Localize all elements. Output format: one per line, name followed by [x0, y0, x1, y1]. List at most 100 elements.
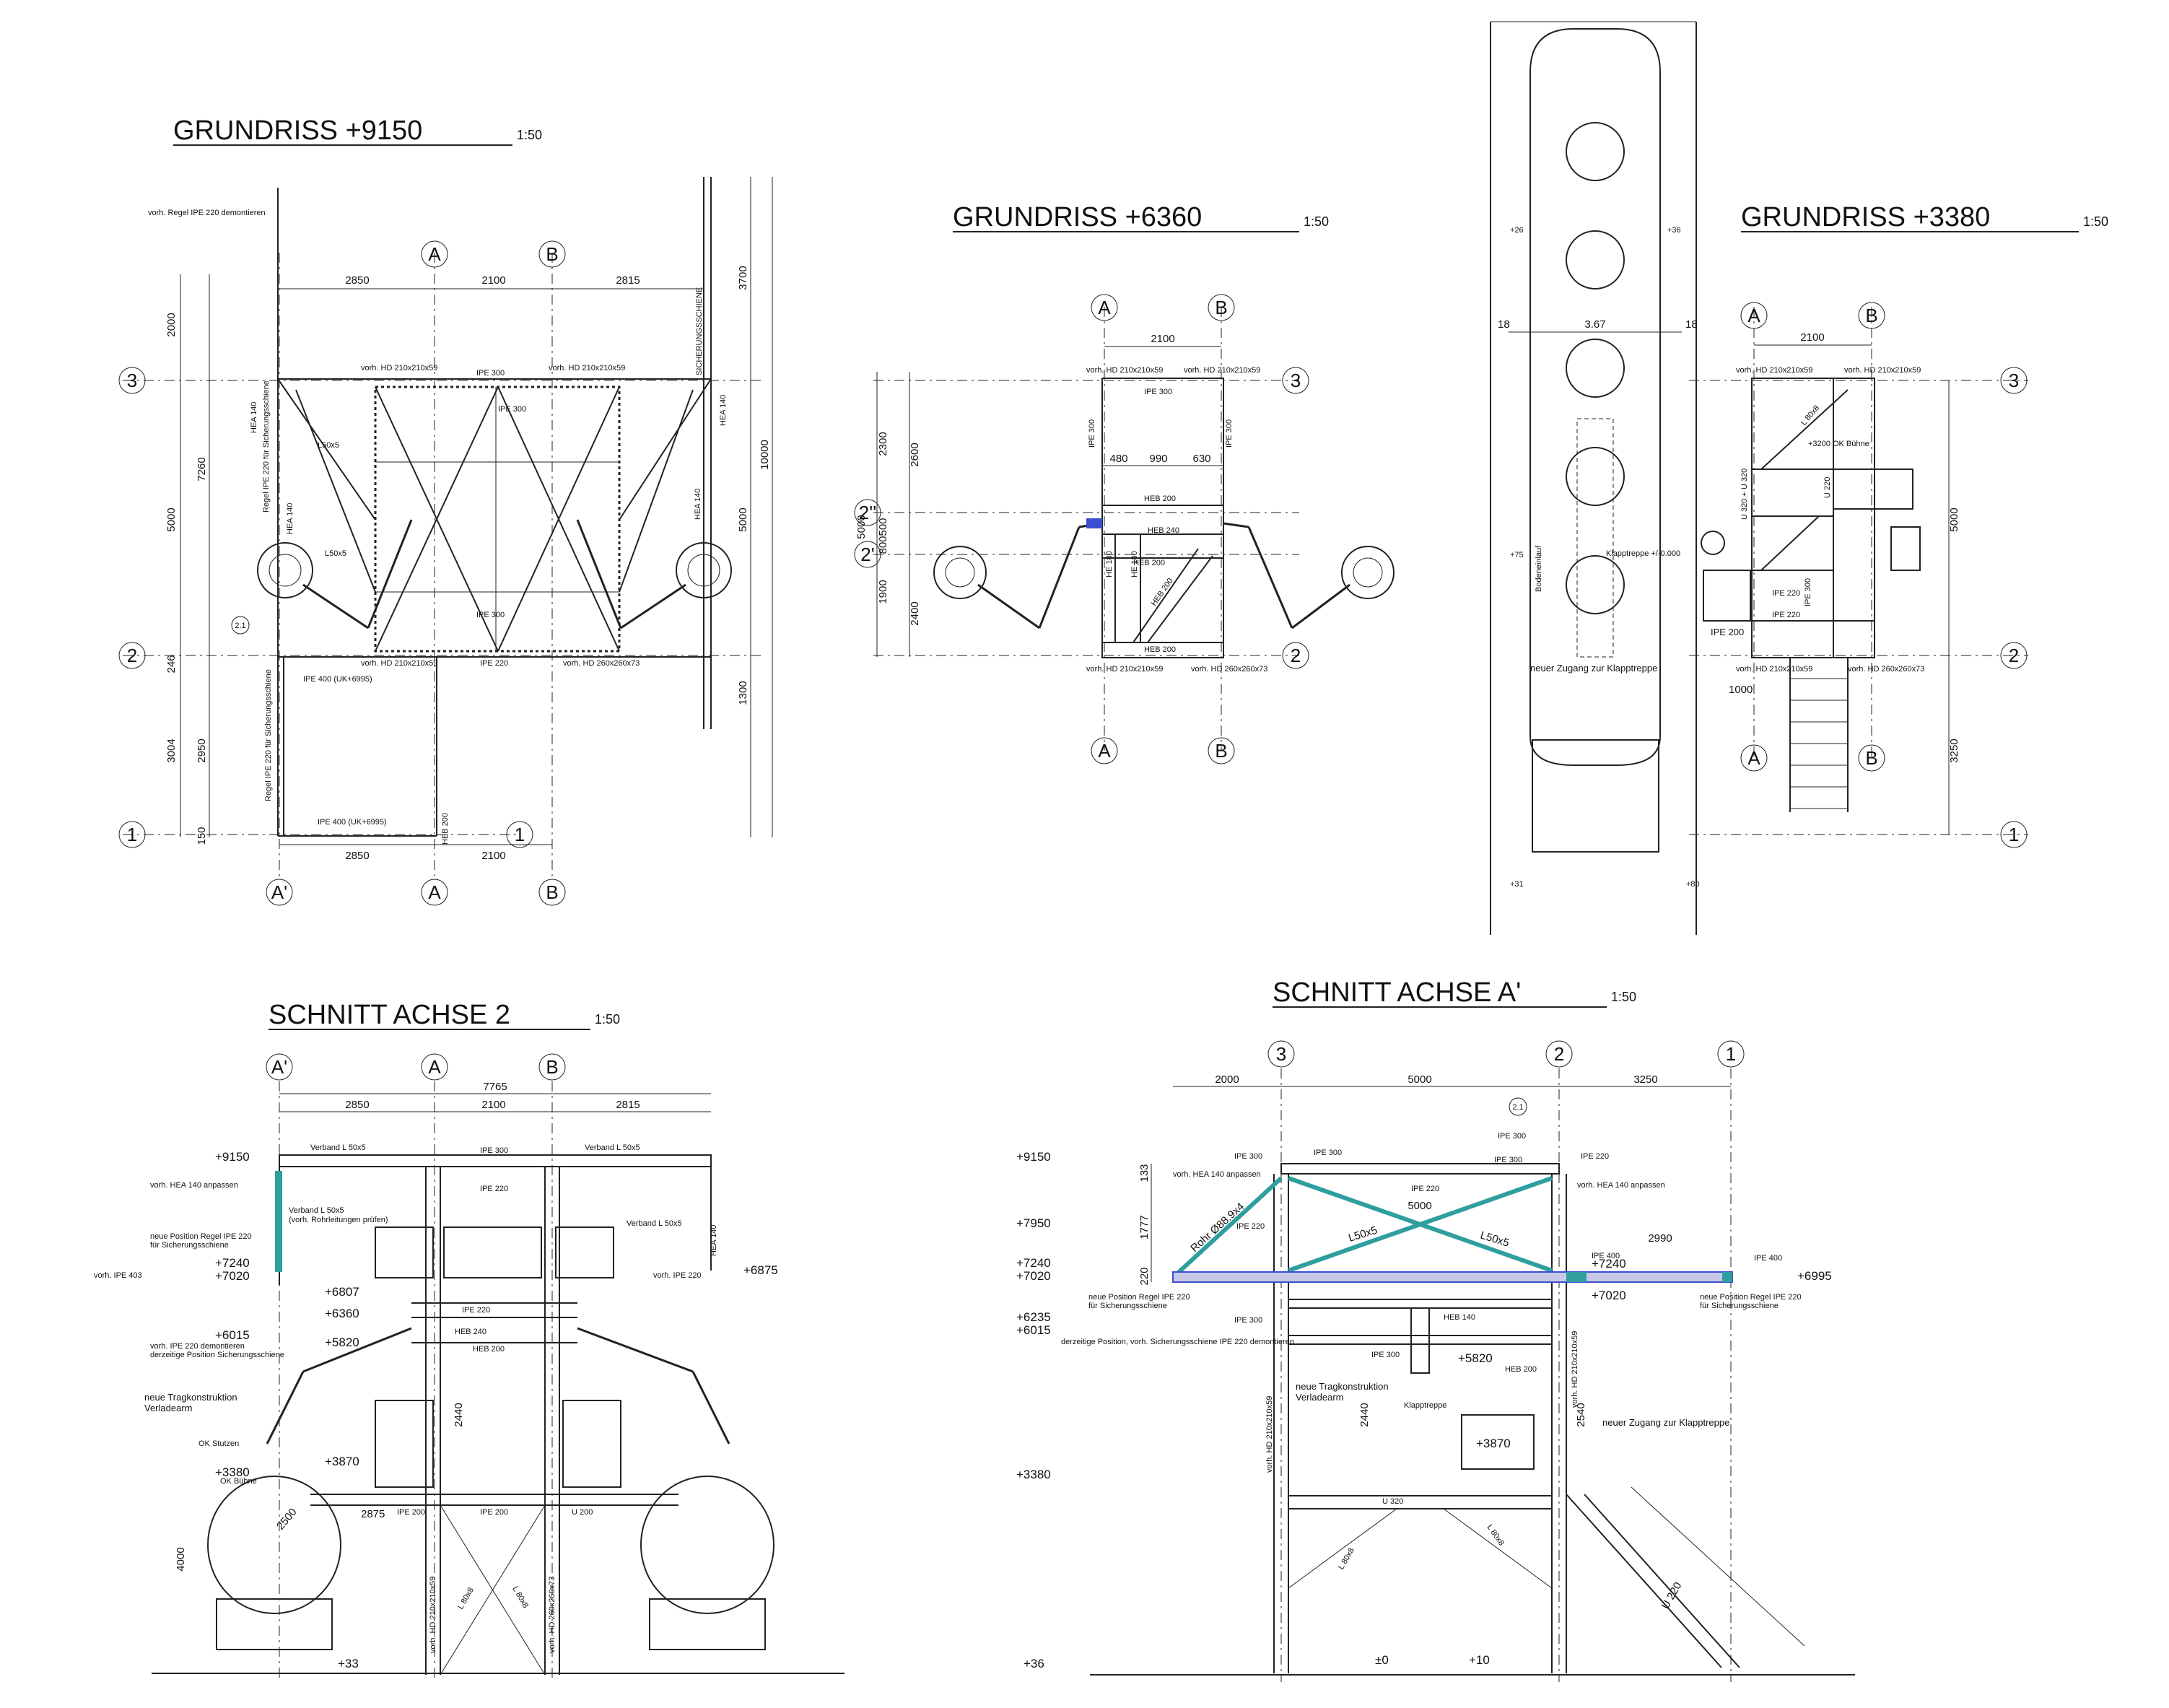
- sa-label-ipe400a: IPE 400: [1592, 1252, 1620, 1260]
- sa-label-trag1: neue Tragkonstruktion: [1296, 1381, 1389, 1392]
- plan-6360: A B A B 3 2 2'' 2' 210: [854, 294, 1395, 764]
- g6360-label-heb200c: HEB 200: [1144, 645, 1176, 654]
- s2-label-ipe220a: IPE 220: [480, 1185, 508, 1193]
- g6360-label-heb240: HEB 240: [1148, 526, 1179, 535]
- sa-vdim-1: 133: [1138, 1164, 1151, 1182]
- svg-text:2'': 2'': [859, 502, 876, 523]
- s2-label-ipe300: IPE 300: [480, 1146, 508, 1155]
- g6360-dim-left-5: 800: [877, 536, 889, 554]
- g9150-dim-bot-2: 2100: [481, 850, 505, 862]
- svg-text:1: 1: [2009, 824, 2019, 845]
- sa-label-u220: U 220: [1659, 1580, 1685, 1611]
- g3380-side-2: 18: [1685, 318, 1698, 331]
- g6360-dim-mid-2: 990: [1149, 453, 1167, 465]
- svg-text:A: A: [428, 1056, 441, 1078]
- sa-level-7240-r: +7240: [1592, 1257, 1626, 1271]
- sa-vdim-2: 1777: [1138, 1215, 1151, 1239]
- axis-bubble-a-6360-bot: A: [1091, 737, 1118, 764]
- g6360-dim-mid-3: 630: [1192, 453, 1210, 465]
- plan-9150: A B A' A B 3 2 1 1 2.1: [118, 177, 773, 906]
- svg-text:A: A: [1747, 747, 1760, 769]
- sa-teal-node-1: [1566, 1272, 1587, 1282]
- g9150-dim-left-1: 2000: [165, 313, 178, 336]
- axis-bubble-3-3380: 3: [2000, 367, 2028, 394]
- s2-label-u200: U 200: [572, 1508, 593, 1517]
- g9150-label-ipe400b: IPE 400 (UK+6995): [303, 675, 372, 684]
- g6360-label-heb200d: HEB 200: [1150, 577, 1175, 608]
- g6360-label-hd3: vorh. HD 210x210x59: [1086, 665, 1163, 674]
- sa-dim-5: 5000: [1408, 1200, 1431, 1212]
- sa-label-ipe300b: IPE 300: [1498, 1132, 1526, 1141]
- g9150-label-hd1: vorh. HD 210x210x59: [361, 364, 437, 372]
- sa-teal-brace-2: [1288, 1176, 1553, 1273]
- sa-label-ipe300c: IPE 300: [1234, 1152, 1262, 1161]
- sa-vdim-3: 220: [1138, 1267, 1151, 1285]
- s2-label-trag2: Verladearm: [144, 1403, 192, 1413]
- sa-dim-4: 2990: [1648, 1232, 1672, 1245]
- scale-s2: 1:50: [595, 1012, 620, 1027]
- g6360-label-ipe300b: IPE 300: [1088, 419, 1096, 448]
- g9150-dim-right-3: 5000: [737, 507, 749, 531]
- g3380-dim-tank: 3.67: [1584, 318, 1605, 331]
- s2-label-verband2: Verband L 50x5: [585, 1143, 640, 1152]
- svg-text:A': A': [271, 881, 287, 903]
- s2-label-ipe220r: vorh. IPE 220: [653, 1271, 702, 1280]
- s2-label-verband3: Verband L 50x5: [289, 1206, 344, 1215]
- sa-label-neu-pos2: für Sicherungsschiene: [1088, 1302, 1167, 1310]
- sa-level-3870: +3870: [1476, 1437, 1511, 1450]
- s2-label-l80b: L 80x8: [510, 1585, 530, 1610]
- svg-text:B: B: [1865, 747, 1877, 769]
- sa-label-ipe300a: IPE 300: [1314, 1149, 1342, 1157]
- g9150-dim-top-1: 2850: [345, 274, 369, 287]
- sa-label-ipe300d: IPE 300: [1494, 1156, 1522, 1164]
- axis-bubble-2-3380: 2: [2000, 642, 2028, 669]
- g9150-label-regel2: Regel IPE 220 für Sicherungsschiene: [264, 669, 273, 801]
- g6360-dim-left-2: 2600: [909, 443, 921, 466]
- axis-bubble-a-6360-top: A: [1091, 294, 1118, 321]
- g3380-level-1: +26: [1510, 226, 1524, 235]
- axis-bubble-b-s2: B: [538, 1053, 566, 1081]
- axis-bubble-a-3380-bot: A: [1740, 744, 1768, 772]
- axis-bubble-1-sa: 1: [1717, 1040, 1745, 1068]
- g6360-dim-left-4: 5000: [855, 515, 868, 539]
- sa-dim-2: 5000: [1408, 1073, 1431, 1086]
- sa-level-36: +36: [1024, 1657, 1044, 1670]
- s2-label-heb200: HEB 200: [473, 1345, 505, 1354]
- s2-level-7240: +7240: [215, 1256, 250, 1270]
- sa-level-7240: +7240: [1016, 1256, 1051, 1270]
- g9150-label-hea140a: HEA 140: [250, 402, 258, 433]
- g6360-label-hd1: vorh. HD 210x210x59: [1086, 366, 1163, 375]
- g9150-dim-left-5: 3004: [165, 738, 178, 762]
- g3380-label-zugang: neuer Zugang zur Klapptreppe: [1530, 663, 1657, 674]
- s2-level-3380: +3380: [215, 1465, 250, 1479]
- g3380-label-hd1: vorh. HD 210x210x59: [1736, 366, 1812, 375]
- g3380-label-klapp: Klapptreppe +/-0.000: [1606, 549, 1680, 558]
- sa-level-7020-r: +7020: [1592, 1289, 1626, 1302]
- g9150-dim-right-4: 1300: [737, 681, 749, 705]
- svg-text:A': A': [271, 1056, 287, 1078]
- s2-tank-left: [207, 1476, 341, 1650]
- s2-label-ok-buehne: OK Bühne: [220, 1477, 257, 1486]
- axis-bubble-b-top: B: [538, 240, 566, 268]
- g3380-label-ipe220b: IPE 220: [1772, 611, 1800, 619]
- s2-label-verband4: Verband L 50x5: [627, 1219, 682, 1228]
- s2-tank-right: [640, 1476, 774, 1650]
- g9150-label-sich: SICHERUNGSSCHIENE: [695, 287, 704, 375]
- g6360-dim-left-7: 2400: [909, 601, 921, 625]
- g6360-label-he180b: HE 180: [1130, 551, 1139, 578]
- axis-bubble-a-s2: A: [421, 1053, 448, 1081]
- g3380-label-hd4: vorh. HD 260x260x73: [1848, 665, 1924, 674]
- g3380-label-ipe200: IPE 200: [1711, 627, 1744, 637]
- svg-text:2': 2': [860, 544, 874, 565]
- axis-bubble-1-right: 1: [506, 821, 533, 848]
- g3380-label-hd3: vorh. HD 210x210x59: [1736, 665, 1812, 674]
- g3380-label-boden: Bodeneinlauf: [1535, 545, 1543, 592]
- sa-level-3380: +3380: [1016, 1468, 1051, 1481]
- g6360-label-heb200a: HEB 200: [1144, 494, 1176, 503]
- sa-level-5820: +5820: [1458, 1351, 1493, 1365]
- sa-level-6995: +6995: [1797, 1269, 1832, 1283]
- g3380-dim-right-1: 5000: [1948, 507, 1960, 531]
- g9150-dim-right-1: 3700: [737, 266, 749, 289]
- s2-level-33: +33: [338, 1657, 359, 1670]
- g3380-level-3: +75: [1510, 551, 1524, 559]
